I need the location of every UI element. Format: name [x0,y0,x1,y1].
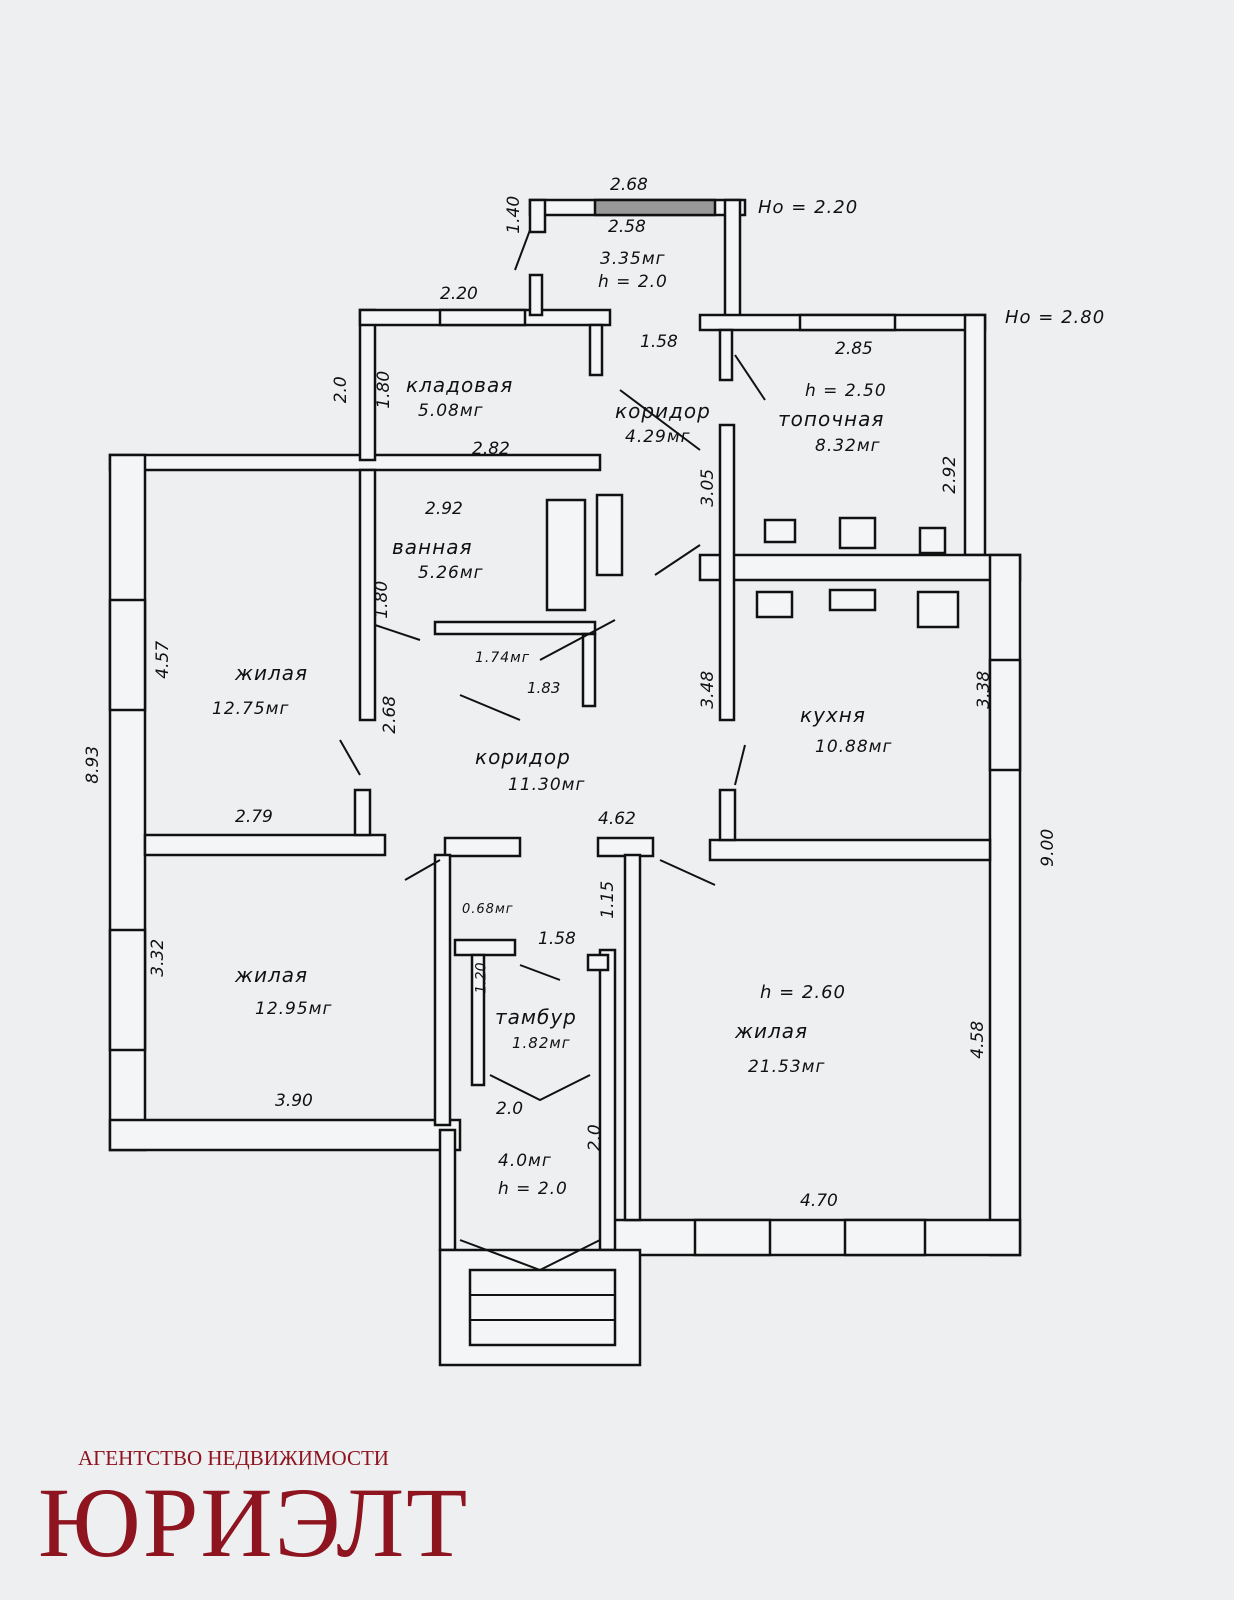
room-name-living2: жилая [235,963,309,987]
dimension: 1.15 [598,880,619,919]
room-name-bathroom: ванная [392,535,473,559]
dimension: 1.20 [473,962,490,994]
room-area: 4.29мг [625,427,691,447]
dimension: 2.85 [835,339,873,359]
room-area: 12.95мг [255,999,333,1019]
dimension: 2.92 [940,455,961,494]
dimension: 4.57 [153,640,174,679]
dimension: 2.68 [610,175,648,195]
room-name-corridor-top: коридор [615,399,711,423]
dimension: 1.80 [372,580,393,619]
logo-subtitle: АГЕНТСТВО НЕДВИЖИМОСТИ [78,1446,389,1470]
dimension: 3.90 [275,1091,313,1111]
dimension: 2.82 [472,439,510,459]
dimension: 4.58 [968,1020,989,1059]
dimension: 2.58 [608,217,646,237]
room-area-wc: 1.74мг [475,650,531,666]
dimension: 2.92 [425,499,463,519]
dimension: 1.40 [504,195,525,234]
dimension: 1.58 [640,332,678,352]
room-area: 1.82мг [512,1034,571,1052]
dimension: 1.83 [527,679,561,697]
dimension: 8.93 [83,745,104,784]
room-area: 8.32мг [815,436,881,456]
room-name-boiler: топочная [778,407,885,431]
room-area: 11.30мг [508,775,586,795]
dimension: 3.05 [698,468,719,507]
dimension: 2.0 [584,1124,605,1152]
dimension: 4.62 [598,809,636,829]
dimension: 2.20 [440,284,478,304]
room-area: 3.35мг [600,249,666,269]
dimension: 1.58 [538,929,576,949]
room-name-tambour: тамбур [495,1005,577,1029]
dimension: 9.00 [1038,828,1059,867]
room-height: h = 2.0 [498,1179,568,1199]
room-area: 10.88мг [815,737,893,757]
ceiling-height-right: Hо = 2.80 [1005,307,1106,328]
dimension: 1.80 [374,370,395,409]
room-area: 5.26мг [418,563,484,583]
room-height: h = 2.60 [760,982,847,1003]
dimension: 2.0 [330,376,351,404]
room-area: 12.75мг [212,699,290,719]
dimension: 2.79 [235,807,273,827]
ceiling-height-top: Hо = 2.20 [758,197,859,218]
room-height: h = 2.50 [805,381,887,401]
dimension: 4.70 [800,1191,838,1211]
room-name-living1: жилая [235,661,309,685]
room-name-living3: жилая [735,1019,809,1043]
room-height: h = 2.0 [598,272,668,292]
dimension: 2.0 [496,1099,524,1119]
room-name-storage: кладовая [406,373,514,397]
dimension: 3.48 [698,670,719,709]
room-area: 21.53мг [748,1057,826,1077]
logo-name: ЮРИЭЛТ [38,1467,470,1578]
room-area: 5.08мг [418,401,484,421]
room-area: 4.0мг [498,1151,552,1171]
room-area-closet: 0.68мг [462,902,514,917]
room-name-corridor: коридор [475,745,571,769]
dimension: 3.38 [974,670,995,709]
walls [108,198,1022,1367]
dimension: 3.32 [148,938,169,977]
dimension: 2.68 [380,695,401,734]
room-name-kitchen: кухня [800,703,866,727]
